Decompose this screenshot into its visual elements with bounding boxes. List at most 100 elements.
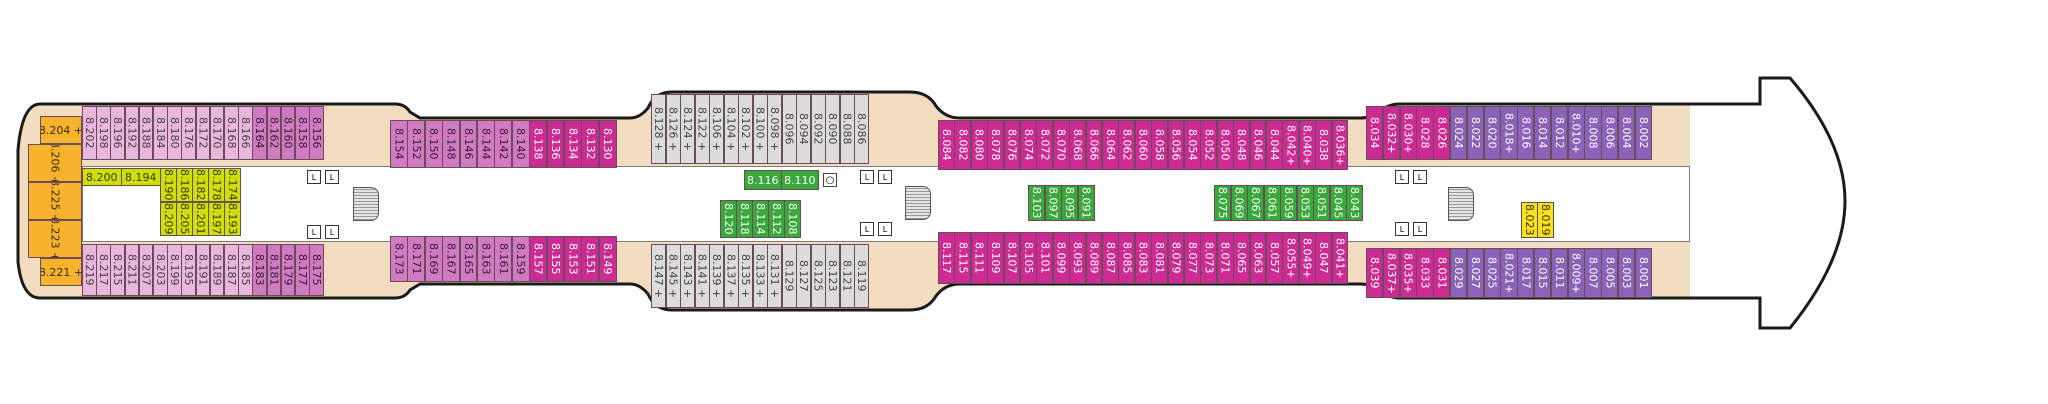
cabin-8-049[interactable]: 8.049+ xyxy=(1298,232,1316,284)
cabin-8-171[interactable]: 8.171 xyxy=(407,236,426,282)
cabin-8-041[interactable]: 8.041+ xyxy=(1331,232,1349,284)
cabin-8-118[interactable]: 8.118 xyxy=(736,200,753,238)
cabin-8-120[interactable]: 8.120 xyxy=(720,200,737,238)
cabin-8-030[interactable]: 8.030+ xyxy=(1399,106,1417,160)
cabin-8-129[interactable]: 8.129 xyxy=(781,244,797,308)
cabin-8-145[interactable]: 8.145 + xyxy=(665,244,681,308)
cabin-8-044[interactable]: 8.044 xyxy=(1266,120,1283,170)
cabin-8-162[interactable]: 8.162 xyxy=(266,106,282,160)
cabin-8-159[interactable]: 8.159 xyxy=(511,236,530,282)
cabin-8-027[interactable]: 8.027 xyxy=(1466,248,1485,298)
cabin-8-080[interactable]: 8.080 xyxy=(970,120,988,170)
cabin-8-141[interactable]: 8.141 + xyxy=(694,244,710,308)
cabin-8-167[interactable]: 8.167 xyxy=(442,236,461,282)
cabin-8-219[interactable]: 8.219 xyxy=(82,244,97,296)
cabin-8-062[interactable]: 8.062 xyxy=(1118,120,1136,170)
cabin-8-003[interactable]: 8.003 xyxy=(1618,248,1636,298)
cabin-8-089[interactable]: 8.089 xyxy=(1085,232,1103,284)
cabin-8-012[interactable]: 8.012 xyxy=(1550,106,1569,160)
cabin-8-169[interactable]: 8.169 xyxy=(424,236,443,282)
cabin-8-034[interactable]: 8.034 xyxy=(1366,106,1384,160)
cabin-8-004[interactable]: 8.004 xyxy=(1618,106,1636,160)
cabin-8-055[interactable]: 8.055+ xyxy=(1282,232,1300,284)
cabin-8-102[interactable]: 8.102 + xyxy=(738,94,753,164)
cabin-8-157[interactable]: 8.157 xyxy=(529,236,548,282)
cabin-8-081[interactable]: 8.081 xyxy=(1151,232,1169,284)
cabin-8-132[interactable]: 8.132 xyxy=(581,120,600,168)
cabin-8-221[interactable]: 8.221 + xyxy=(40,258,82,286)
cabin-8-059[interactable]: 8.059 xyxy=(1280,185,1297,221)
cabin-8-099[interactable]: 8.099 xyxy=(1052,232,1070,284)
cabin-8-133[interactable]: 8.133 + xyxy=(752,244,768,308)
cabin-8-033[interactable]: 8.033 xyxy=(1416,248,1434,298)
cabin-8-042[interactable]: 8.042+ xyxy=(1282,120,1300,170)
cabin-8-021[interactable]: 8.021+ xyxy=(1500,248,1518,298)
cabin-8-063[interactable]: 8.063 xyxy=(1249,232,1267,284)
cabin-8-083[interactable]: 8.083 xyxy=(1134,232,1152,284)
cabin-8-181[interactable]: 8.181 xyxy=(266,244,282,296)
cabin-8-094[interactable]: 8.094 xyxy=(796,94,811,164)
cabin-8-151[interactable]: 8.151 xyxy=(581,236,600,282)
cabin-8-015[interactable]: 8.015 xyxy=(1534,248,1552,298)
cabin-8-085[interactable]: 8.085 xyxy=(1118,232,1136,284)
cabin-8-010[interactable]: 8.010+ xyxy=(1567,106,1585,160)
cabin-8-117[interactable]: 8.117 xyxy=(938,232,955,284)
cabin-8-078[interactable]: 8.078 xyxy=(987,120,1005,170)
cabin-8-164[interactable]: 8.164 xyxy=(252,106,268,160)
cabin-8-128[interactable]: 8.128 + xyxy=(651,94,666,164)
cabin-8-073[interactable]: 8.073 xyxy=(1200,232,1218,284)
cabin-8-177[interactable]: 8.177 xyxy=(295,244,310,296)
cabin-8-053[interactable]: 8.053 xyxy=(1296,185,1314,221)
cabin-8-186[interactable]: 8.186 xyxy=(176,168,193,202)
cabin-8-002[interactable]: 8.002 xyxy=(1634,106,1653,160)
cabin-8-137[interactable]: 8.137 + xyxy=(723,244,739,308)
cabin-8-031[interactable]: 8.031 xyxy=(1433,248,1451,298)
cabin-8-026[interactable]: 8.026 xyxy=(1433,106,1451,160)
cabin-8-207[interactable]: 8.207 xyxy=(138,244,154,296)
cabin-8-119[interactable]: 8.119 xyxy=(854,244,869,308)
cabin-8-112[interactable]: 8.112 xyxy=(768,200,785,238)
cabin-8-082[interactable]: 8.082 xyxy=(954,120,972,170)
cabin-8-066[interactable]: 8.066 xyxy=(1085,120,1103,170)
cabin-8-122[interactable]: 8.122 + xyxy=(694,94,710,164)
cabin-8-158[interactable]: 8.158 xyxy=(295,106,310,160)
cabin-8-124[interactable]: 8.124 + xyxy=(680,94,695,164)
cabin-8-184[interactable]: 8.184 xyxy=(153,106,168,160)
cabin-8-047[interactable]: 8.047 xyxy=(1315,232,1333,284)
cabin-8-197[interactable]: 8.197 xyxy=(208,202,225,236)
cabin-8-057[interactable]: 8.057 xyxy=(1266,232,1283,284)
cabin-8-123[interactable]: 8.123 xyxy=(825,244,840,308)
cabin-8-140[interactable]: 8.140 xyxy=(511,120,530,168)
cabin-8-096[interactable]: 8.096 xyxy=(781,94,797,164)
cabin-8-022[interactable]: 8.022 xyxy=(1466,106,1485,160)
cabin-8-035[interactable]: 8.035+ xyxy=(1399,248,1417,298)
cabin-8-131[interactable]: 8.131 + xyxy=(767,244,782,308)
cabin-8-046[interactable]: 8.046 xyxy=(1249,120,1267,170)
cabin-8-011[interactable]: 8.011 xyxy=(1550,248,1569,298)
cabin-8-154[interactable]: 8.154 xyxy=(390,120,408,168)
cabin-8-100[interactable]: 8.100 + xyxy=(752,94,768,164)
cabin-8-204[interactable]: 8.204 + xyxy=(40,116,82,144)
cabin-8-075[interactable]: 8.075 xyxy=(1214,185,1231,221)
cabin-8-134[interactable]: 8.134 xyxy=(564,120,582,168)
cabin-8-175[interactable]: 8.175 xyxy=(309,244,324,296)
cabin-8-194[interactable]: 8.194 xyxy=(121,168,161,186)
cabin-8-065[interactable]: 8.065 xyxy=(1233,232,1251,284)
cabin-8-139[interactable]: 8.139 + xyxy=(709,244,724,308)
cabin-8-064[interactable]: 8.064 xyxy=(1102,120,1119,170)
cabin-8-121[interactable]: 8.121 xyxy=(839,244,855,308)
cabin-8-195[interactable]: 8.195 xyxy=(181,244,197,296)
cabin-8-077[interactable]: 8.077 xyxy=(1184,232,1201,284)
cabin-8-029[interactable]: 8.029 xyxy=(1450,248,1468,298)
cabin-8-223[interactable]: 8.223 + xyxy=(28,220,82,258)
cabin-8-068[interactable]: 8.068 xyxy=(1069,120,1087,170)
cabin-8-156[interactable]: 8.156 xyxy=(309,106,324,160)
cabin-8-152[interactable]: 8.152 xyxy=(407,120,426,168)
cabin-8-090[interactable]: 8.090 xyxy=(825,94,840,164)
cabin-8-105[interactable]: 8.105 xyxy=(1020,232,1037,284)
cabin-8-014[interactable]: 8.014 xyxy=(1534,106,1552,160)
cabin-8-107[interactable]: 8.107 xyxy=(1003,232,1021,284)
cabin-8-153[interactable]: 8.153 xyxy=(564,236,582,282)
cabin-8-038[interactable]: 8.038 xyxy=(1315,120,1333,170)
cabin-8-086[interactable]: 8.086 xyxy=(854,94,869,164)
